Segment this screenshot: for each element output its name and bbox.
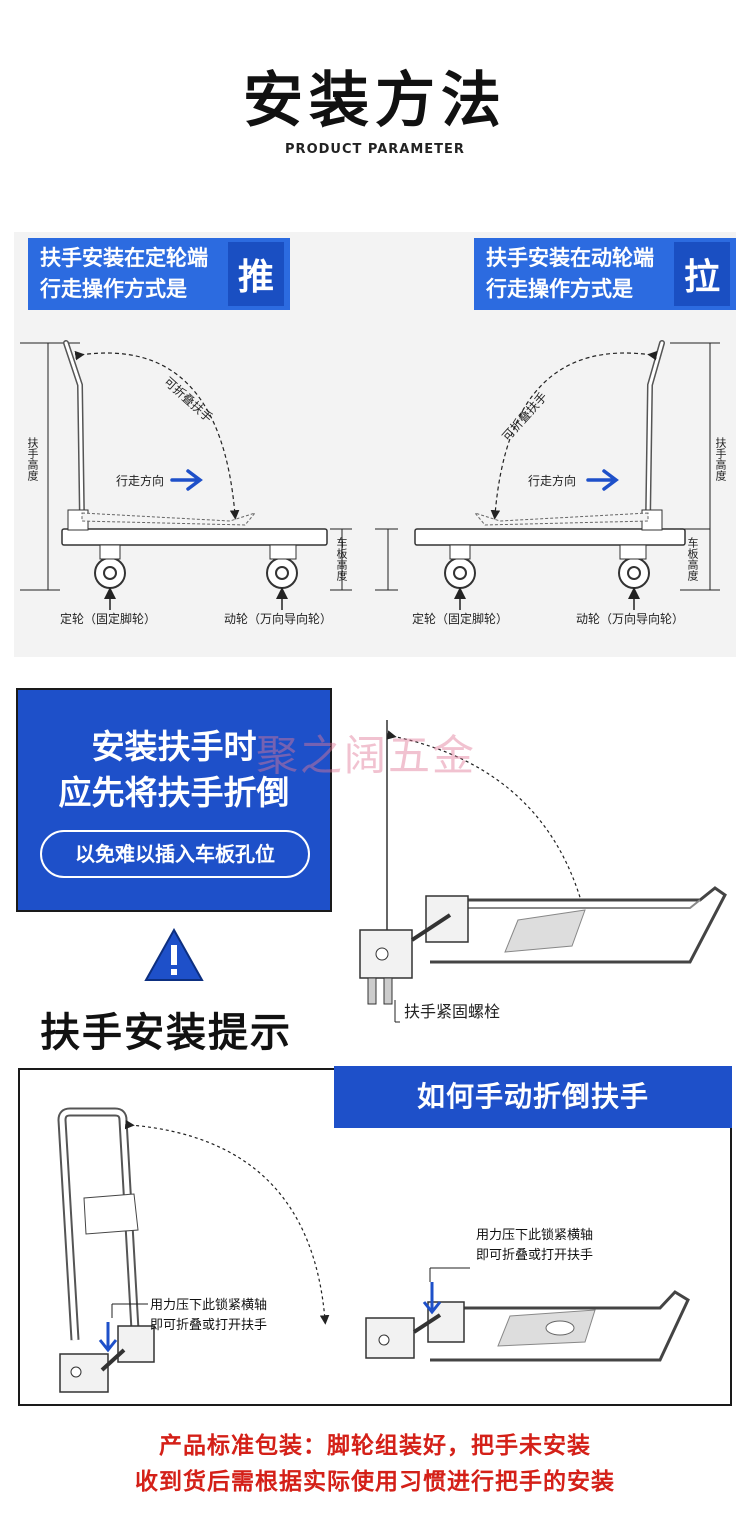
warning-pill: 以免难以插入车板孔位 xyxy=(40,830,310,878)
fold-instruction-line1: 用力压下此锁紧横轴 xyxy=(476,1228,594,1243)
press-down-arrow-icon xyxy=(422,1282,442,1315)
pull-cart-drawing xyxy=(375,340,720,610)
handle-height-label: 扶手高度 xyxy=(26,437,39,481)
pull-card-line2: 行走操作方式是 xyxy=(486,277,633,301)
cart-dimension-diagram: 可折叠扶手 可折叠扶手 行走方向 行走方向 扶手高度 扶手高度 车板高度 车板高… xyxy=(20,325,730,645)
push-card-line2: 行走操作方式是 xyxy=(40,277,187,301)
deck-height-label: 车板高度 xyxy=(335,537,348,581)
warning-line1: 安装扶手时 xyxy=(91,727,257,766)
fold-instruction-right: 用力压下此锁紧横轴 即可折叠或打开扶手 xyxy=(476,1226,593,1266)
fold-instruction-line2: 即可折叠或打开扶手 xyxy=(476,1248,594,1263)
fold-instruction-line2: 即可折叠或打开扶手 xyxy=(150,1318,268,1333)
push-card-line1: 扶手安装在定轮端 xyxy=(40,246,208,270)
fold-banner: 如何手动折倒扶手 xyxy=(334,1066,732,1128)
pull-card-line1: 扶手安装在动轮端 xyxy=(486,246,654,270)
watermark-text: 聚之阔五金 xyxy=(256,731,477,780)
swivel-wheel-label: 动轮（万向导向轮） xyxy=(576,612,685,626)
page-subtitle: PRODUCT PARAMETER xyxy=(285,142,465,157)
warning-line2: 应先将扶手折倒 xyxy=(58,773,290,812)
packaging-note-line1: 产品标准包装：脚轮组装好，把手未安装 xyxy=(159,1433,591,1459)
fixed-wheel-label: 定轮（固定脚轮） xyxy=(60,612,157,626)
fold-instruction-line1: 用力压下此锁紧横轴 xyxy=(150,1298,268,1313)
bolt-label: 扶手紧固螺栓 xyxy=(404,1002,501,1021)
swivel-wheel-label: 动轮（万向导向轮） xyxy=(224,612,333,626)
pull-action-label: 拉 xyxy=(674,242,730,306)
direction-arrow-icon xyxy=(170,469,203,491)
fold-instruction-left: 用力压下此锁紧横轴 即可折叠或打开扶手 xyxy=(150,1296,267,1336)
install-warning-box: 安装扶手时 应先将扶手折倒 以免难以插入车板孔位 xyxy=(16,688,332,912)
handle-fold-install-diagram: 扶手紧固螺栓 xyxy=(340,700,740,1040)
fixed-wheel-label: 定轮（固定脚轮） xyxy=(412,612,509,626)
packaging-note-line2: 收到货后需根据实际使用习惯进行把手的安装 xyxy=(135,1469,615,1495)
deck-height-label: 车板高度 xyxy=(686,537,699,581)
warning-triangle-icon xyxy=(144,927,204,982)
push-card: 扶手安装在定轮端 行走操作方式是 推 xyxy=(28,238,290,310)
push-action-label: 推 xyxy=(228,242,284,306)
fold-instruction-diagram: 用力压下此锁紧横轴 即可折叠或打开扶手 用力压下此锁紧横轴 即可折叠或打开扶手 xyxy=(20,1070,730,1404)
walk-direction-label: 行走方向 xyxy=(528,474,577,488)
handle-height-label: 扶手高度 xyxy=(714,437,727,481)
push-cart-drawing xyxy=(20,340,352,610)
direction-arrow-icon xyxy=(586,469,619,491)
press-down-arrow-icon xyxy=(98,1322,118,1353)
walk-direction-label: 行走方向 xyxy=(116,474,165,488)
handle-install-tip-title: 扶手安装提示 xyxy=(40,1010,292,1056)
pull-card: 扶手安装在动轮端 行走操作方式是 拉 xyxy=(474,238,736,310)
page-title: 安装方法 xyxy=(243,66,507,136)
